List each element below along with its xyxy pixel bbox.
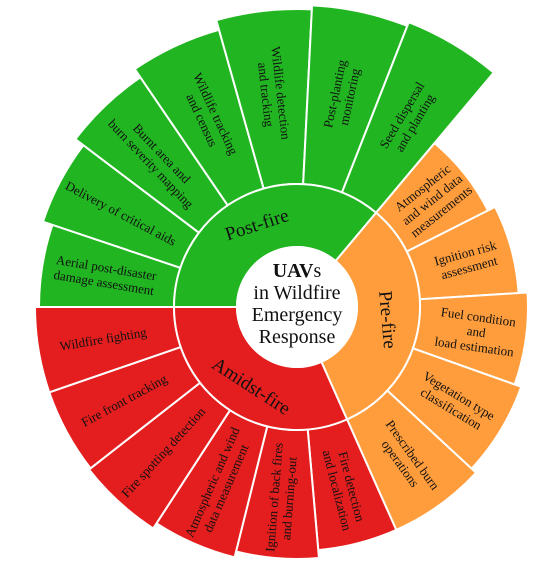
outer-ring: Aerial post-disasterdamage assessmentDel… bbox=[33, 4, 529, 560]
category-label-pre-fire: Pre-fire bbox=[374, 290, 400, 350]
center-circle bbox=[236, 246, 358, 368]
label-ignition-back-fires: Ignition of back firesand burning-out bbox=[262, 442, 300, 553]
